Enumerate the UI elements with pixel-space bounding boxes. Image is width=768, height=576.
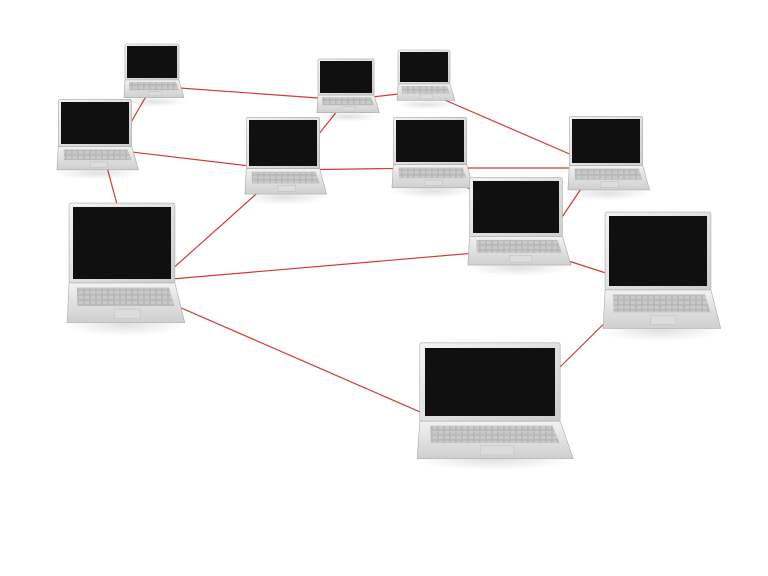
laptop-keys [322, 97, 374, 106]
laptop [54, 98, 140, 180]
laptop [600, 211, 722, 342]
laptop [389, 116, 475, 198]
laptop-screen [73, 207, 171, 279]
laptop-trackpad [650, 315, 677, 325]
laptop-screen [473, 181, 559, 233]
laptop-screen [396, 120, 464, 162]
laptop-screen [400, 52, 448, 82]
laptop-keys [76, 287, 175, 306]
laptop-trackpad [600, 181, 619, 188]
laptop-keys [398, 167, 467, 179]
laptop-keys [63, 149, 132, 161]
laptop [315, 58, 380, 122]
laptop-screen [249, 120, 317, 166]
laptop-shadow [315, 111, 380, 122]
laptop [122, 43, 185, 107]
laptop-shadow [395, 99, 456, 110]
network-link [139, 289, 451, 426]
laptop-keys [574, 168, 643, 180]
network-link [159, 249, 511, 281]
laptop-screen [320, 61, 372, 93]
laptop-keys [430, 425, 560, 443]
laptop-screen [572, 119, 640, 163]
laptop-keys [401, 85, 450, 94]
laptop-trackpad [148, 91, 162, 97]
laptop-keys [476, 239, 563, 254]
laptop-trackpad [114, 308, 141, 319]
laptop [395, 49, 456, 110]
laptop-keys [129, 82, 179, 91]
laptop-keys [251, 171, 320, 184]
network-link [151, 85, 347, 101]
laptop-trackpad [509, 255, 533, 263]
laptop-shadow [122, 96, 185, 107]
laptop-screen [61, 102, 129, 144]
laptop [565, 115, 651, 201]
laptop [465, 177, 572, 276]
laptop-trackpad [420, 94, 434, 100]
laptop-screen [127, 46, 177, 78]
laptop-trackpad [424, 179, 443, 186]
laptop-screen [425, 348, 555, 416]
laptop [413, 342, 575, 471]
laptop-trackpad [89, 161, 108, 168]
laptop-trackpad [277, 185, 296, 192]
laptop-group [54, 43, 722, 471]
laptop [64, 202, 186, 337]
laptop-keys [612, 294, 711, 313]
laptop-trackpad [480, 445, 515, 456]
laptop-screen [609, 216, 707, 286]
laptop [242, 116, 328, 205]
laptop-trackpad [341, 106, 356, 112]
